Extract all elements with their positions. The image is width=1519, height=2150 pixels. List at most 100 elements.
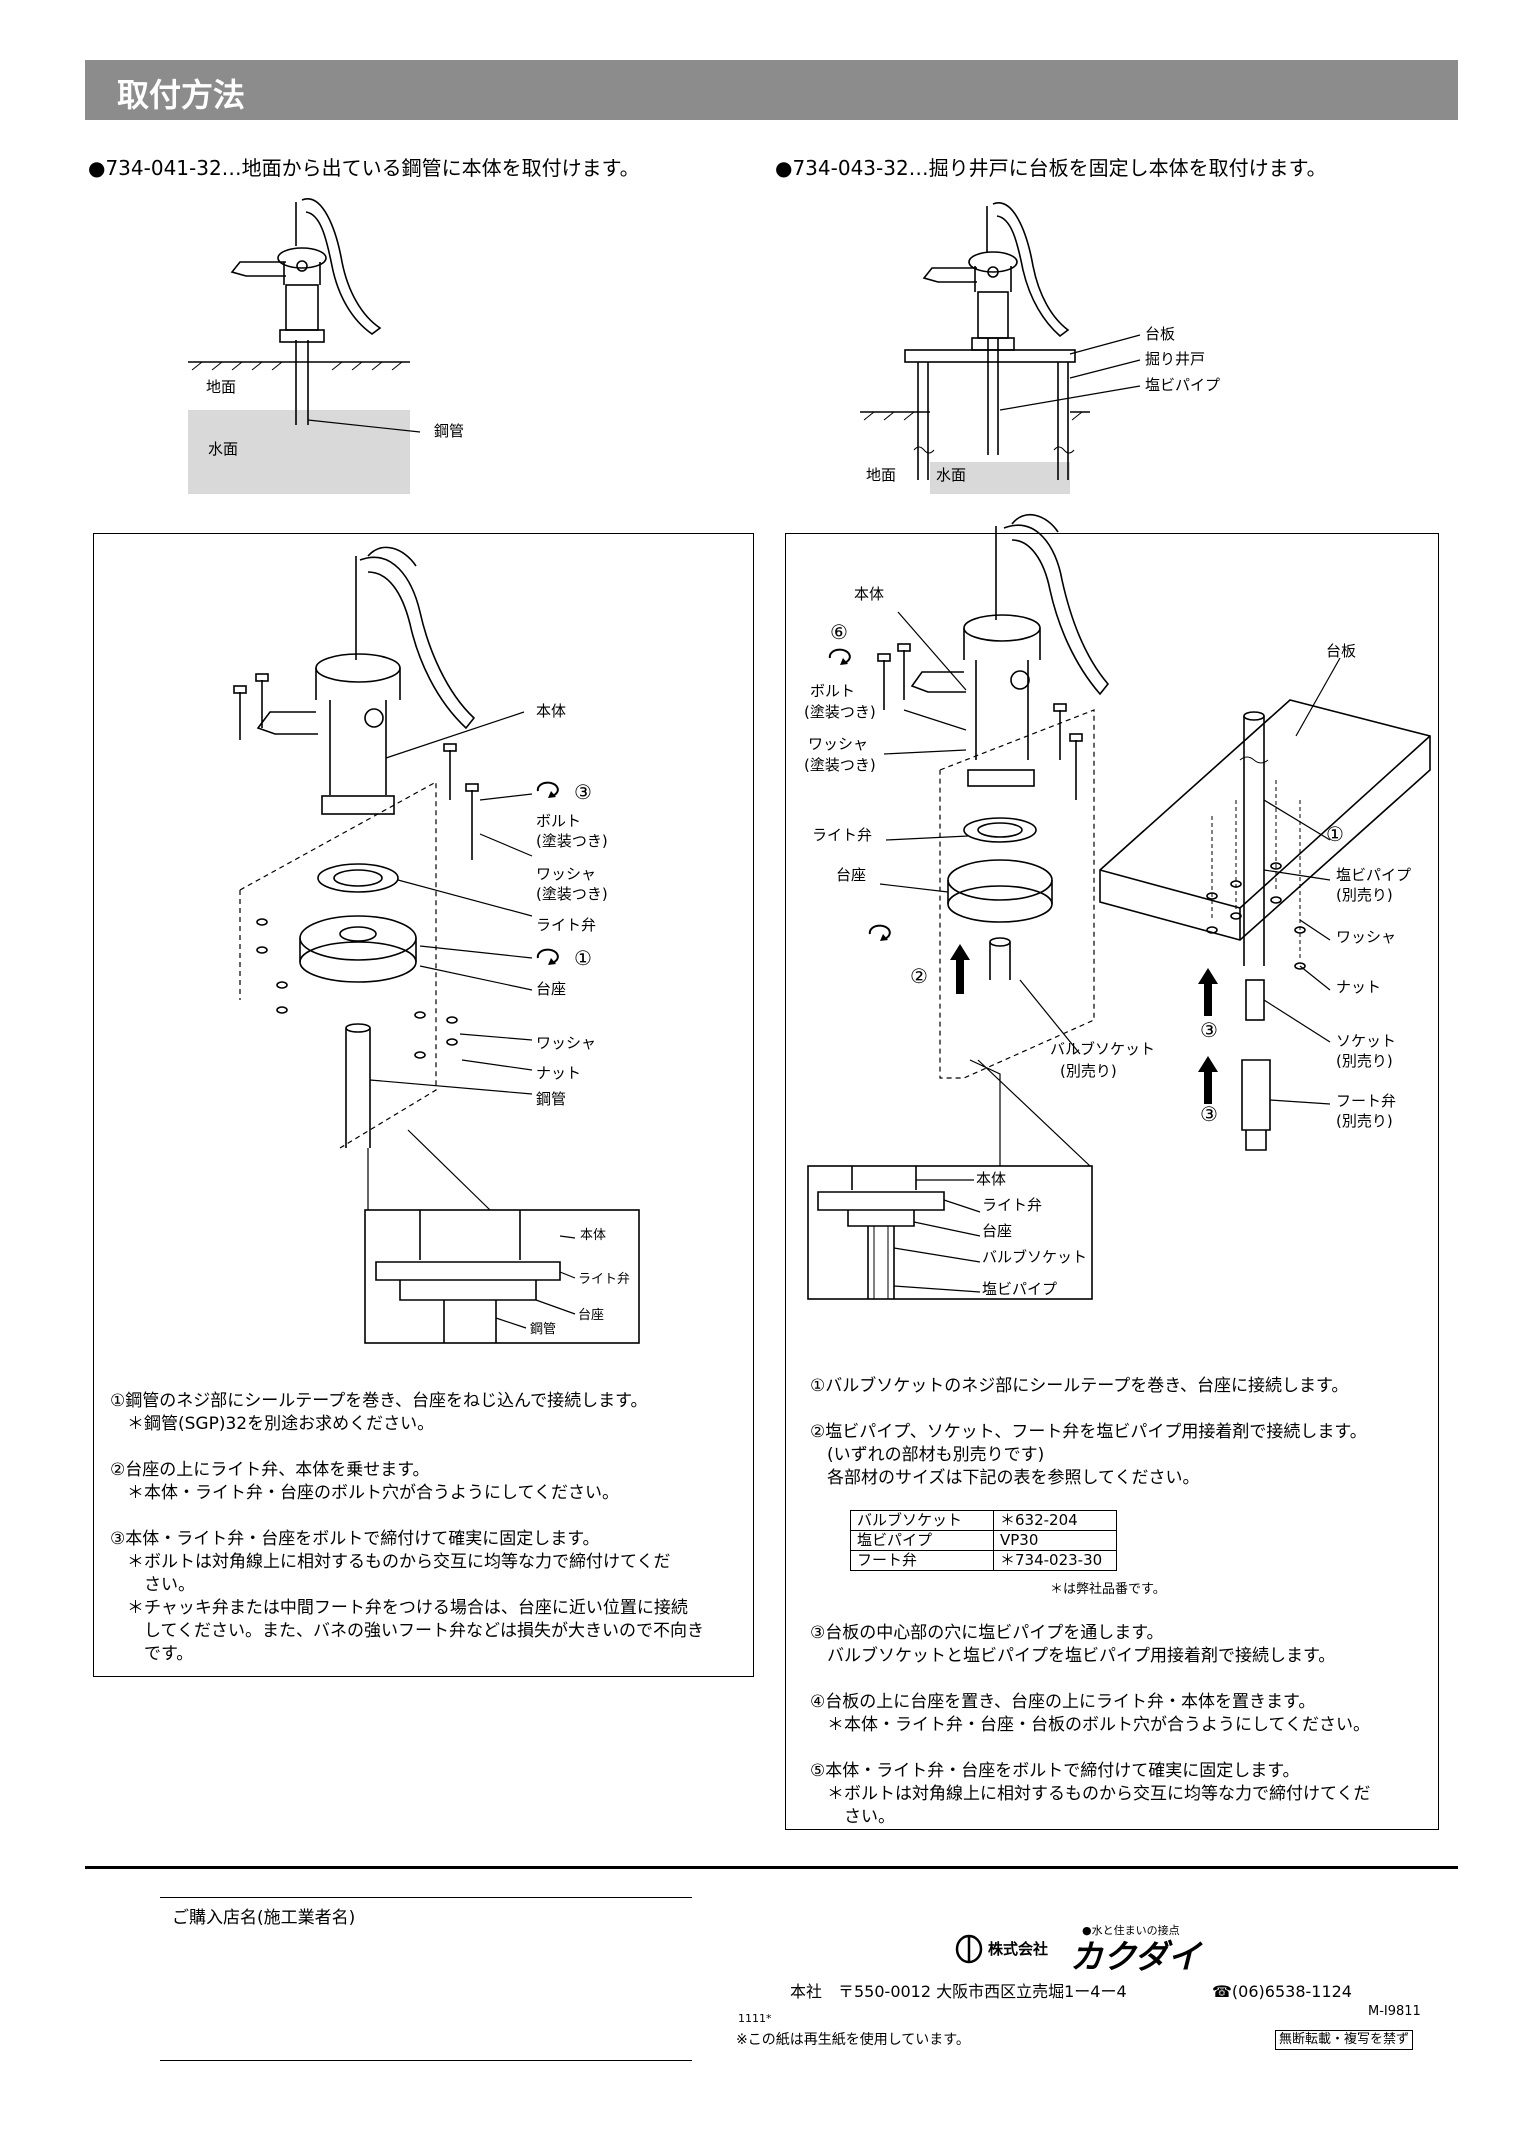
rotate-icon [534, 781, 564, 801]
recycle-note: ※この紙は再生紙を使用しています。 [736, 2032, 970, 2048]
washer-note-right: (塗装つき) [804, 756, 876, 774]
part-name-cell: 塩ビパイプ [850, 1530, 994, 1551]
pvc-pipe-label: 塩ビパイプ [1145, 376, 1221, 394]
company-prefix: 株式会社 [988, 1940, 1049, 1958]
instruction-line: ＊チャッキ弁または中間フート弁をつける場合は、台座に近い位置に接続 [110, 1598, 688, 1618]
step3a-marker: ③ [1200, 1018, 1218, 1042]
copy-notice: 無断転載・複写を禁ず [1275, 2030, 1414, 2050]
rotate-icon [534, 948, 564, 968]
step2-marker: ② [910, 964, 928, 988]
instruction-line: バルブソケットと塩ビパイプを塩ビパイプ用接着剤で接続します。 [810, 1646, 1336, 1666]
valve-socket-label: バルブソケット [1050, 1040, 1156, 1058]
foot-valve-label: フート弁 [1336, 1092, 1397, 1110]
part-name-cell: バルブソケット [850, 1510, 994, 1531]
phone: ☎(06)6538-1124 [1212, 1982, 1352, 2001]
right-heading: ●734-043-32…掘り井戸に台板を固定し本体を取付けます。 [775, 156, 1327, 180]
washer2-label: ワッシャ [1336, 928, 1397, 946]
table-row: フート弁＊734-023-30 [850, 1550, 1117, 1571]
company-name: カクダイ [1070, 1937, 1201, 1976]
detail-light-valve-label: ライト弁 [578, 1272, 631, 1287]
part-name-cell: フート弁 [850, 1550, 994, 1571]
steel-pipe-label: 鋼管 [434, 422, 465, 440]
base-label-right: 台座 [836, 866, 867, 884]
washer-top-label: ワッシャ [536, 865, 597, 883]
water-label-right: 水面 [936, 466, 967, 484]
table-note: ＊は弊社品番です。 [1050, 1582, 1166, 1597]
step1-marker: ① [574, 946, 592, 970]
detail-steel-pipe-label: 鋼管 [530, 1322, 557, 1337]
left-instructions: ①鋼管のネジ部にシールテープを巻き、台座をねじ込んで接続します。 ＊鋼管(SGP… [110, 1390, 704, 1666]
part-code-cell: ＊632-204 [993, 1510, 1117, 1531]
rotate-icon [866, 924, 896, 944]
instruction-line: ＊ボルトは対角線上に相対するものから交互に均等な力で締付けてくだ [110, 1552, 671, 1572]
socket-label: ソケット [1336, 1032, 1397, 1050]
washer-top-note: (塗装つき) [536, 885, 608, 903]
instruction-line: ②台座の上にライト弁、本体を乗せます。 [110, 1460, 430, 1480]
step1-marker-right: ① [1326, 822, 1344, 846]
washer-label: ワッシャ [536, 1034, 597, 1052]
left-instructions-box [93, 533, 754, 1677]
instruction-line: ③本体・ライト弁・台座をボルトで締付けて確実に固定します。 [110, 1529, 600, 1549]
small-code: 1111* [738, 2012, 772, 2025]
valve-socket-note: (別売り) [1060, 1062, 1117, 1080]
base-plate-label: 台板 [1145, 325, 1176, 343]
light-valve-label-right: ライト弁 [812, 826, 873, 844]
steel-pipe-label-2: 鋼管 [536, 1090, 567, 1108]
detail-body-label-right: 本体 [976, 1170, 1007, 1188]
instruction-line: さい。 [110, 1575, 195, 1595]
washer-label-right: ワッシャ [808, 735, 869, 753]
right-instructions-box [785, 533, 1439, 1830]
detail-base-right: 台座 [982, 1222, 1013, 1240]
socket-note: (別売り) [1336, 1052, 1393, 1070]
instruction-line: してください。また、バネの強いフート弁などは損失が大きいので不向き [110, 1621, 704, 1641]
instruction-line: 各部材のサイズは下記の表を参照してください。 [810, 1468, 1200, 1488]
instruction-line: ④台板の上に台座を置き、台座の上にライト弁・本体を置きます。 [810, 1692, 1316, 1712]
part-code-cell: VP30 [993, 1530, 1117, 1551]
instruction-line: ②塩ビパイプ、ソケット、フート弁を塩ビパイプ用接着剤で接続します。 [810, 1422, 1367, 1442]
right-instructions-a: ①バルブソケットのネジ部にシールテープを巻き、台座に接続します。 ②塩ビパイプ、… [810, 1375, 1367, 1490]
water-label: 水面 [208, 440, 239, 458]
pvc-pipe-note: (別売り) [1336, 886, 1393, 904]
instruction-line: です。 [110, 1644, 194, 1664]
detail-body-label: 本体 [580, 1228, 607, 1243]
instruction-line: ⑤本体・ライト弁・台座をボルトで締付けて確実に固定します。 [810, 1761, 1300, 1781]
store-line-bottom [160, 2060, 692, 2061]
instruction-line: ①バルブソケットのネジ部にシールテープを巻き、台座に接続します。 [810, 1376, 1349, 1396]
instruction-line: ①鋼管のネジ部にシールテープを巻き、台座をねじ込んで接続します。 [110, 1391, 648, 1411]
bolt-label: ボルト [536, 812, 582, 830]
instruction-line [110, 1505, 704, 1528]
store-line-top [160, 1897, 692, 1898]
instruction-line [810, 1398, 1367, 1421]
detail-pvc-pipe-right: 塩ビパイプ [982, 1280, 1058, 1298]
instruction-line [110, 1436, 704, 1459]
nut-label-right: ナット [1336, 978, 1382, 996]
ground-label-right: 地面 [866, 466, 897, 484]
step3-marker: ③ [574, 780, 592, 804]
light-valve-label: ライト弁 [536, 916, 597, 934]
part-code-cell: ＊734-023-30 [993, 1550, 1117, 1571]
instruction-line: ＊本体・ライト弁・台座・台板のボルト穴が合うようにしてください。 [810, 1715, 1370, 1735]
step6-marker: ⑥ [830, 620, 848, 644]
foot-valve-note: (別売り) [1336, 1112, 1393, 1130]
pvc-pipe-label-right: 塩ビパイプ [1336, 866, 1412, 884]
detail-valve-socket-right: バルブソケット [982, 1248, 1088, 1266]
instruction-line [810, 1737, 1371, 1760]
step3b-marker: ③ [1200, 1102, 1218, 1126]
address: 本社 〒550-0012 大阪市西区立売堀1ー4ー4 [790, 1982, 1127, 2001]
doc-code: M-I9811 [1368, 2004, 1421, 2019]
base-label: 台座 [536, 980, 567, 998]
instruction-line [810, 1668, 1371, 1691]
bolt-note: (塗装つき) [536, 832, 608, 850]
instruction-line: ③台板の中心部の穴に塩ビパイプを通します。 [810, 1623, 1164, 1643]
bolt-label-right: ボルト [810, 682, 856, 700]
company-logo-icon [955, 1934, 983, 1964]
table-row: バルブソケット＊632-204 [850, 1510, 1117, 1531]
base-plate-label-right: 台板 [1326, 642, 1357, 660]
right-instructions-b: ③台板の中心部の穴に塩ビパイプを通します。 バルブソケットと塩ビパイプを塩ビパイ… [810, 1622, 1371, 1829]
instruction-line: ＊鋼管(SGP)32を別途お求めください。 [110, 1414, 435, 1434]
body-label: 本体 [536, 702, 567, 720]
left-heading: ●734-041-32…地面から出ている鋼管に本体を取付けます。 [88, 156, 640, 180]
